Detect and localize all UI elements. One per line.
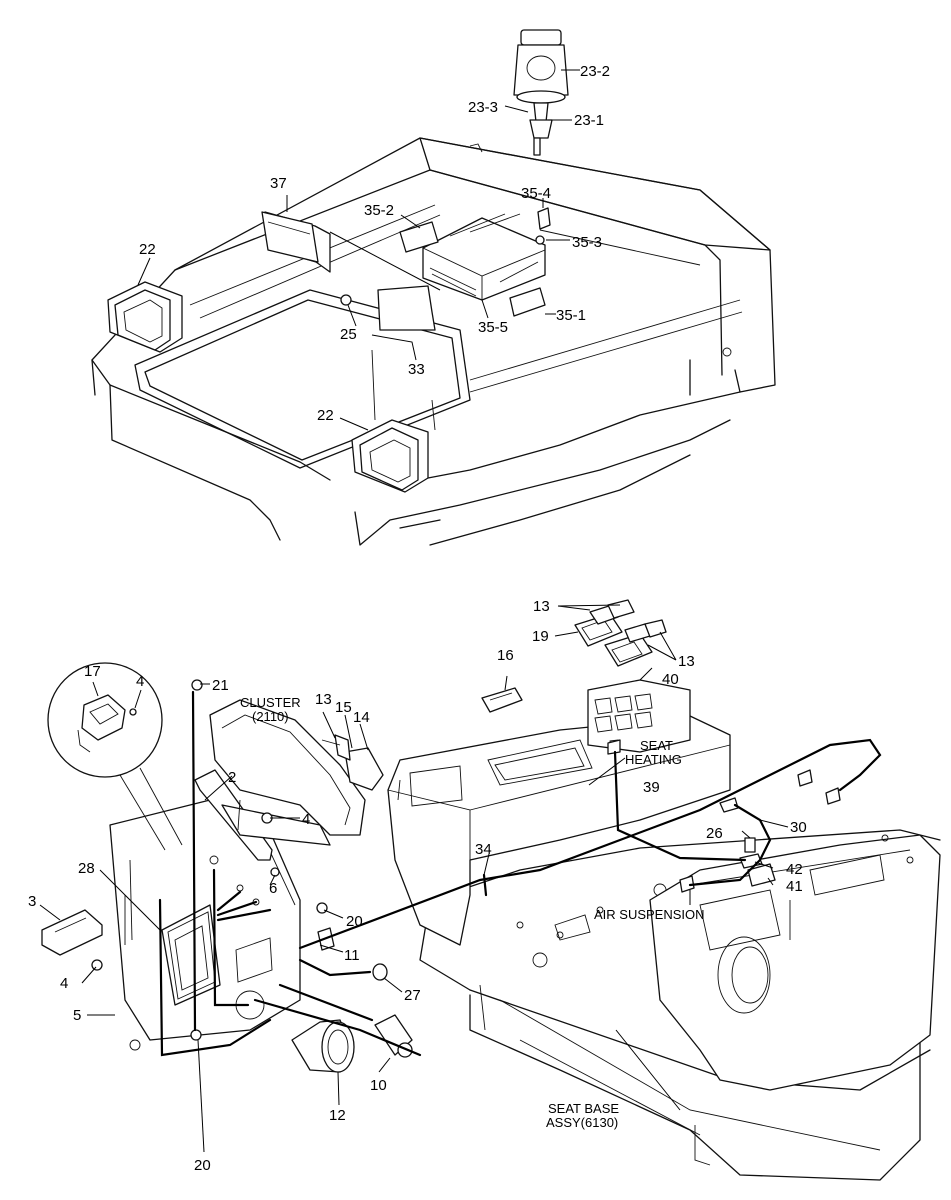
callout-41: 41 bbox=[786, 878, 803, 895]
bolt-25 bbox=[340, 294, 352, 306]
callout-5: 5 bbox=[73, 1007, 81, 1024]
callout-35-4: 35-4 bbox=[521, 185, 551, 202]
callout-16: 16 bbox=[497, 647, 514, 664]
callout-21: 21 bbox=[212, 677, 229, 694]
callout-13-top: 13 bbox=[533, 598, 550, 615]
seat-base-label-line1: SEAT BASE bbox=[548, 1101, 619, 1116]
pin-35-4 bbox=[537, 207, 551, 230]
upper-leader-lines bbox=[137, 69, 580, 431]
callout-26: 26 bbox=[706, 825, 723, 842]
console-assembly bbox=[41, 599, 941, 1181]
callout-4-inset: 4 bbox=[136, 673, 144, 690]
callout-11: 11 bbox=[344, 947, 360, 964]
seat-heating-label-line2: HEATING bbox=[625, 752, 682, 767]
callout-23-1: 23-1 bbox=[574, 112, 604, 129]
seat-base-label-line2: ASSY(6130) bbox=[546, 1115, 618, 1130]
callout-25: 25 bbox=[340, 326, 357, 343]
cover-part-37 bbox=[261, 211, 331, 273]
callout-22-left: 22 bbox=[139, 241, 156, 258]
callout-22-right: 22 bbox=[317, 407, 334, 424]
callout-17: 17 bbox=[84, 663, 101, 680]
callout-14: 14 bbox=[353, 709, 370, 726]
callout-10: 10 bbox=[370, 1077, 387, 1094]
callout-3: 3 bbox=[28, 893, 36, 910]
callout-35-3: 35-3 bbox=[572, 234, 602, 251]
lower-callout-labels: 13 19 13 16 40 17 4 21 CLUSTER (2110) 13… bbox=[28, 598, 807, 1174]
callout-37: 37 bbox=[270, 175, 287, 192]
callout-13-cluster: 13 bbox=[315, 691, 332, 708]
wiring-harness bbox=[158, 690, 882, 1057]
callout-35-1: 35-1 bbox=[556, 307, 586, 324]
callout-23-2: 23-2 bbox=[580, 63, 610, 80]
bracket-35-2 bbox=[399, 221, 439, 253]
callout-27: 27 bbox=[404, 987, 421, 1004]
lower-leader-lines bbox=[39, 604, 789, 1153]
callout-34: 34 bbox=[475, 841, 492, 858]
callout-30: 30 bbox=[790, 819, 807, 836]
callout-23-3: 23-3 bbox=[468, 99, 498, 116]
callout-6: 6 bbox=[269, 880, 277, 897]
bracket-35-1 bbox=[509, 287, 546, 317]
callout-15: 15 bbox=[335, 699, 352, 716]
callout-39: 39 bbox=[643, 779, 660, 796]
plate-33 bbox=[377, 285, 436, 331]
beacon-lamp bbox=[513, 29, 569, 156]
callout-35-2: 35-2 bbox=[364, 202, 394, 219]
radio-unit bbox=[422, 213, 546, 301]
cluster-label-line2: (2110) bbox=[252, 709, 289, 724]
screw-35-3 bbox=[535, 235, 545, 245]
callout-2: 2 bbox=[228, 769, 236, 786]
callout-42: 42 bbox=[786, 861, 803, 878]
air-suspension-label: AIR SUSPENSION bbox=[594, 907, 705, 922]
callout-35-5: 35-5 bbox=[478, 319, 508, 336]
callout-20-lower: 20 bbox=[194, 1157, 211, 1174]
callout-40: 40 bbox=[662, 671, 679, 688]
cluster-label-line1: CLUSTER bbox=[240, 695, 301, 710]
upper-callout-labels: 23-2 23-3 23-1 37 35-2 35-4 35-3 22 25 3… bbox=[139, 63, 610, 424]
seat-heating-label-line1: SEAT bbox=[640, 738, 673, 753]
cab-roof-assembly bbox=[91, 29, 776, 546]
callout-4-lower: 4 bbox=[60, 975, 68, 992]
callout-19: 19 bbox=[532, 628, 549, 645]
callout-12: 12 bbox=[329, 1107, 346, 1124]
callout-4-bracket: 4 bbox=[302, 811, 310, 828]
work-lamp-22-left bbox=[107, 281, 183, 353]
work-lamp-22-right bbox=[351, 419, 429, 493]
callout-28: 28 bbox=[78, 860, 95, 877]
callout-33: 33 bbox=[408, 361, 425, 378]
callout-20-upper: 20 bbox=[346, 913, 363, 930]
callout-13-right: 13 bbox=[678, 653, 695, 670]
